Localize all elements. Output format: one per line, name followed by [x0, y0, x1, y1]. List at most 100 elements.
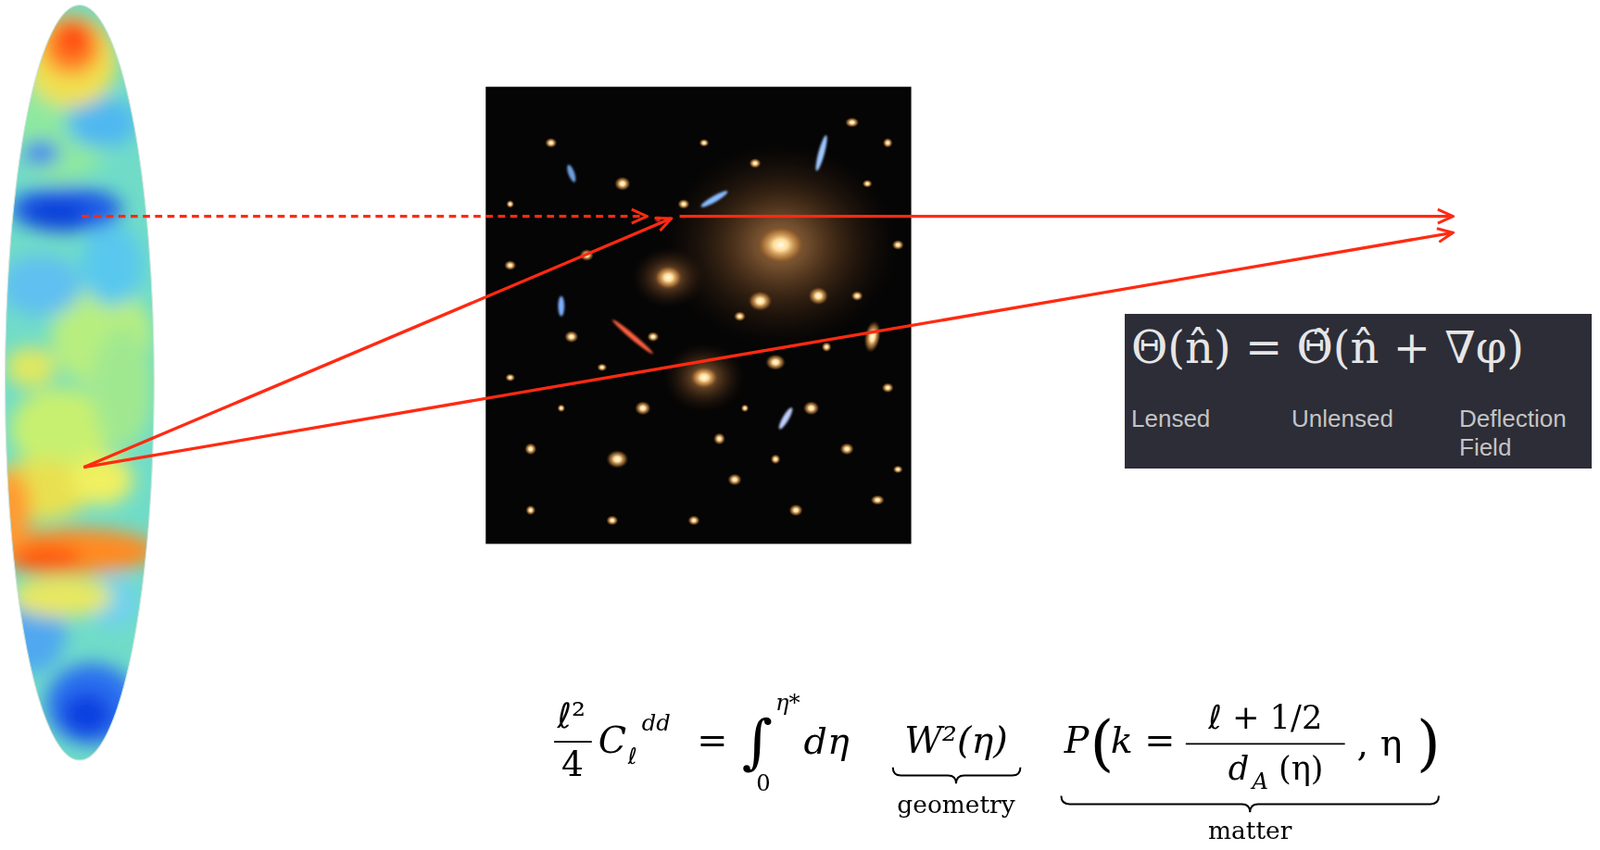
numerator: ℓ + 1/2: [1208, 702, 1323, 735]
galaxy-cluster-photo: [663, 342, 745, 413]
galaxy-cluster-photo: [727, 473, 742, 486]
cmb-map: [59, 24, 89, 53]
galaxy-cluster-photo: [646, 331, 659, 342]
galaxy-cluster-photo: [524, 442, 537, 455]
galaxy-cluster-photo: [503, 260, 517, 271]
galaxy-cluster-photo: [557, 296, 565, 317]
galaxy-cluster-photo: [881, 382, 895, 393]
galaxy-cluster-photo: [755, 226, 806, 265]
galaxy-cluster-photo: [663, 142, 898, 347]
cmb-map: [81, 224, 143, 306]
cmb-map: [91, 327, 153, 450]
galaxy-cluster-photo: [892, 239, 905, 251]
galaxy-cluster-photo: [807, 287, 829, 306]
denominator: 4: [561, 747, 584, 782]
operator: =: [696, 722, 728, 760]
lensing-equation: Θ(n̂) = Θ̃(n̂ + ∇φ): [1131, 321, 1525, 376]
equation-panel: Θ(n̂) = Θ̃(n̂ + ∇φ)LensedUnlensedDeflect…: [1124, 314, 1592, 469]
light-ray: [680, 214, 1454, 218]
galaxy-cluster-photo: [839, 442, 854, 455]
galaxy-cluster-photo: [690, 366, 719, 390]
galaxy-cluster-photo: [631, 247, 706, 309]
galaxy-cluster-photo: [614, 176, 631, 191]
galaxy-cluster-photo: [893, 466, 904, 475]
galaxy-cluster-photo: [862, 179, 873, 189]
integral-limit: η*: [775, 692, 801, 715]
galaxy-cluster-photo: [634, 401, 652, 416]
bracket: ): [1416, 713, 1441, 775]
symbol: P: [1064, 722, 1090, 760]
subscript: ℓ: [628, 745, 638, 769]
cmb-map: [0, 0, 164, 777]
galaxy-cluster-photo: [655, 216, 662, 223]
galaxy-cluster-photo: [654, 265, 683, 290]
galaxy-cluster-photo: [485, 87, 911, 545]
underbrace: [893, 768, 1021, 785]
cmb-map: [61, 692, 113, 737]
brace-label: geometry: [896, 793, 1015, 818]
galaxy-cluster-photo: [565, 163, 578, 184]
integral-sign: ∫: [742, 713, 773, 773]
galaxy-cluster-photo: [844, 117, 859, 128]
cmb-map: [25, 15, 118, 108]
galaxy-cluster-photo: [556, 403, 566, 413]
galaxy-cluster-photo: [788, 503, 803, 517]
light-ray: [83, 218, 671, 468]
term-label: Unlensed: [1291, 404, 1394, 434]
numerator: ℓ²: [557, 700, 586, 735]
galaxy-cluster-photo: [777, 406, 795, 431]
galaxy-cluster-photo: [610, 317, 655, 356]
differential: dη: [804, 723, 850, 761]
galaxy-cluster-photo: [605, 450, 629, 469]
galaxy-cluster-photo: [851, 290, 864, 302]
galaxy-cluster-photo: [748, 158, 761, 169]
superscript: dd: [642, 712, 671, 735]
cmb-map: [0, 255, 82, 317]
light-ray: [81, 214, 647, 218]
denominator: d: [1228, 753, 1250, 786]
galaxy-cluster-photo: [557, 134, 829, 431]
galaxy-cluster-photo: [882, 138, 894, 149]
cmb-map: [10, 544, 82, 574]
galaxy-cluster-photo: [564, 330, 579, 343]
cmb-map: [0, 469, 31, 552]
subscript: A: [1251, 770, 1269, 794]
cmb-map: [25, 200, 88, 229]
galaxy-cluster-photo: [733, 311, 746, 322]
weight-function: W²(η): [904, 722, 1008, 760]
cmb-map: [22, 140, 60, 165]
cmb-map: [10, 187, 123, 232]
galaxy-cluster-photo: [503, 117, 905, 527]
term-label: Lensed: [1131, 404, 1210, 434]
fraction-bar: [554, 741, 593, 744]
fraction-bar: [1185, 743, 1346, 746]
galaxy-cluster-photo: [525, 505, 536, 517]
cmb-map: [10, 577, 113, 618]
argument: (η): [1278, 753, 1324, 786]
galaxy-cluster-photo: [813, 134, 830, 172]
galaxy-cluster-photo: [677, 199, 690, 210]
bracket: (: [1090, 713, 1115, 775]
galaxy-cluster-photo: [713, 432, 726, 445]
cmb-map: [42, 17, 101, 76]
cmb-map: [46, 663, 139, 745]
symbol: C: [598, 722, 627, 760]
galaxy-cluster-photo: [803, 401, 820, 416]
galaxy-cluster-photo: [503, 117, 905, 527]
galaxy-cluster-photo: [504, 373, 516, 382]
galaxy-cluster-photo: [544, 138, 557, 149]
galaxy-cluster-photo: [596, 363, 607, 372]
galaxy-cluster-photo: [505, 200, 515, 209]
cmb-map: [0, 0, 164, 777]
cmb-map: [5, 5, 155, 762]
argument: k =: [1110, 722, 1176, 760]
galaxy-cluster-photo: [605, 516, 618, 527]
galaxy-cluster-photo: [765, 353, 786, 371]
argument: , η: [1357, 725, 1403, 763]
galaxy-cluster-photo: [699, 188, 730, 210]
galaxy-cluster-photo: [861, 319, 883, 355]
galaxy-cluster-photo: [770, 453, 782, 465]
brace-label: matter: [1208, 818, 1292, 843]
